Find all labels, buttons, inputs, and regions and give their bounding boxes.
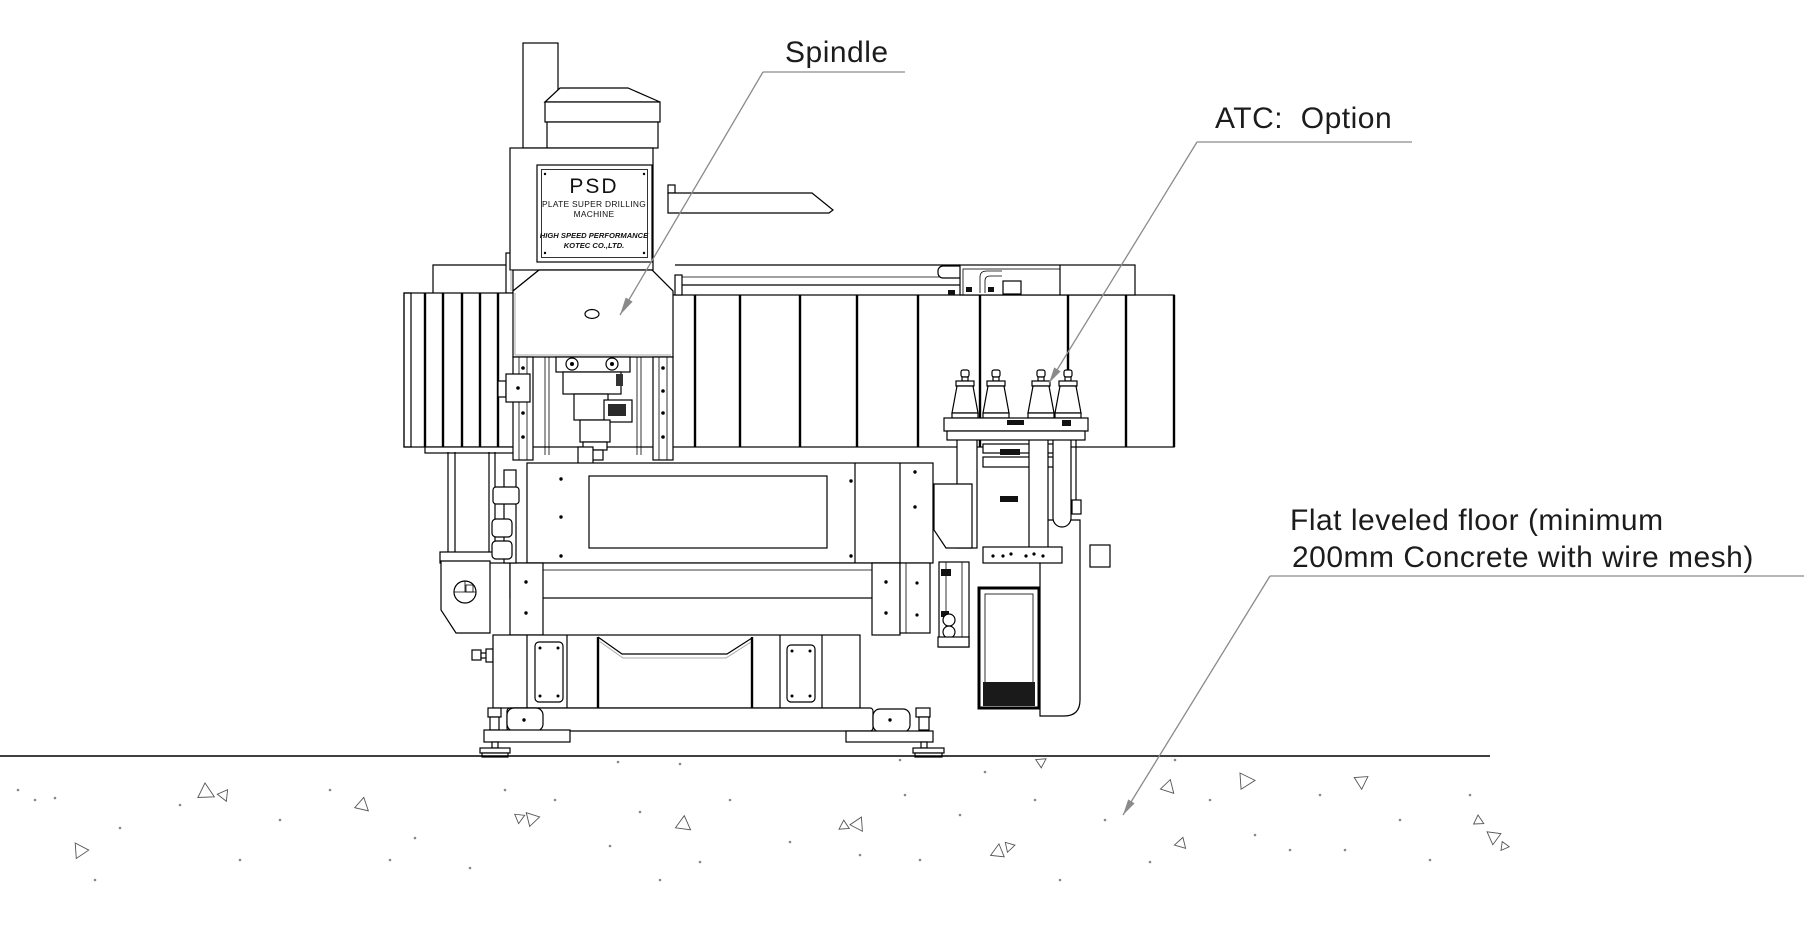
floor-leader-line bbox=[1122, 575, 1271, 816]
nameplate-tag1: HIGH SPEED PERFORMANCE bbox=[540, 231, 649, 240]
guard-arm bbox=[667, 184, 834, 214]
nameplate-model: PSD bbox=[569, 175, 618, 198]
spindle-mechanism bbox=[497, 356, 674, 461]
atc-arrowhead bbox=[1049, 367, 1061, 383]
motor-housing bbox=[543, 87, 661, 149]
nameplate-sub2: MACHINE bbox=[574, 209, 615, 219]
spindle-label: Spindle bbox=[785, 36, 889, 69]
floor-arrowhead bbox=[1123, 799, 1135, 815]
concrete-hatching bbox=[16, 758, 1511, 882]
leveling-foot-right bbox=[845, 707, 945, 758]
top-rails bbox=[674, 264, 991, 296]
atc-tool-rack bbox=[943, 369, 1089, 441]
machine-drawing: PSD PLATE SUPER DRILLING MACHINE HIGH SP… bbox=[0, 36, 1804, 882]
machine-nameplate: PSD PLATE SUPER DRILLING MACHINE HIGH SP… bbox=[536, 164, 653, 263]
floor-annotation: Flat leveled floor (minimum 200mm Concre… bbox=[1122, 504, 1804, 816]
atc-annotation: ATC: Option bbox=[1048, 102, 1412, 384]
floor-label-line1: Flat leveled floor (minimum bbox=[1290, 504, 1664, 537]
floor-label-line2: 200mm Concrete with wire mesh) bbox=[1292, 541, 1754, 574]
atc-assembly bbox=[933, 369, 1111, 717]
way-cover-bellows bbox=[403, 252, 515, 454]
leveling-foot-left bbox=[479, 707, 571, 758]
nameplate-sub1: PLATE SUPER DRILLING bbox=[542, 199, 646, 209]
machine-base bbox=[492, 634, 911, 733]
nameplate-tag2: KOTEC CO.,LTD. bbox=[564, 241, 625, 250]
machine-table bbox=[526, 446, 934, 564]
spindle-head-cover bbox=[512, 269, 674, 358]
machine-bed bbox=[509, 562, 931, 636]
cover-hole bbox=[584, 308, 600, 320]
atc-label: ATC: Option bbox=[1215, 102, 1392, 135]
spindle-arrowhead bbox=[620, 297, 633, 315]
atc-leader-line bbox=[1048, 141, 1198, 384]
leveling-datum-symbol bbox=[440, 469, 520, 663]
spindle-annotation: Spindle bbox=[619, 36, 905, 316]
atc-drive-housing bbox=[959, 264, 1136, 296]
spindle-leader-line bbox=[619, 71, 764, 316]
